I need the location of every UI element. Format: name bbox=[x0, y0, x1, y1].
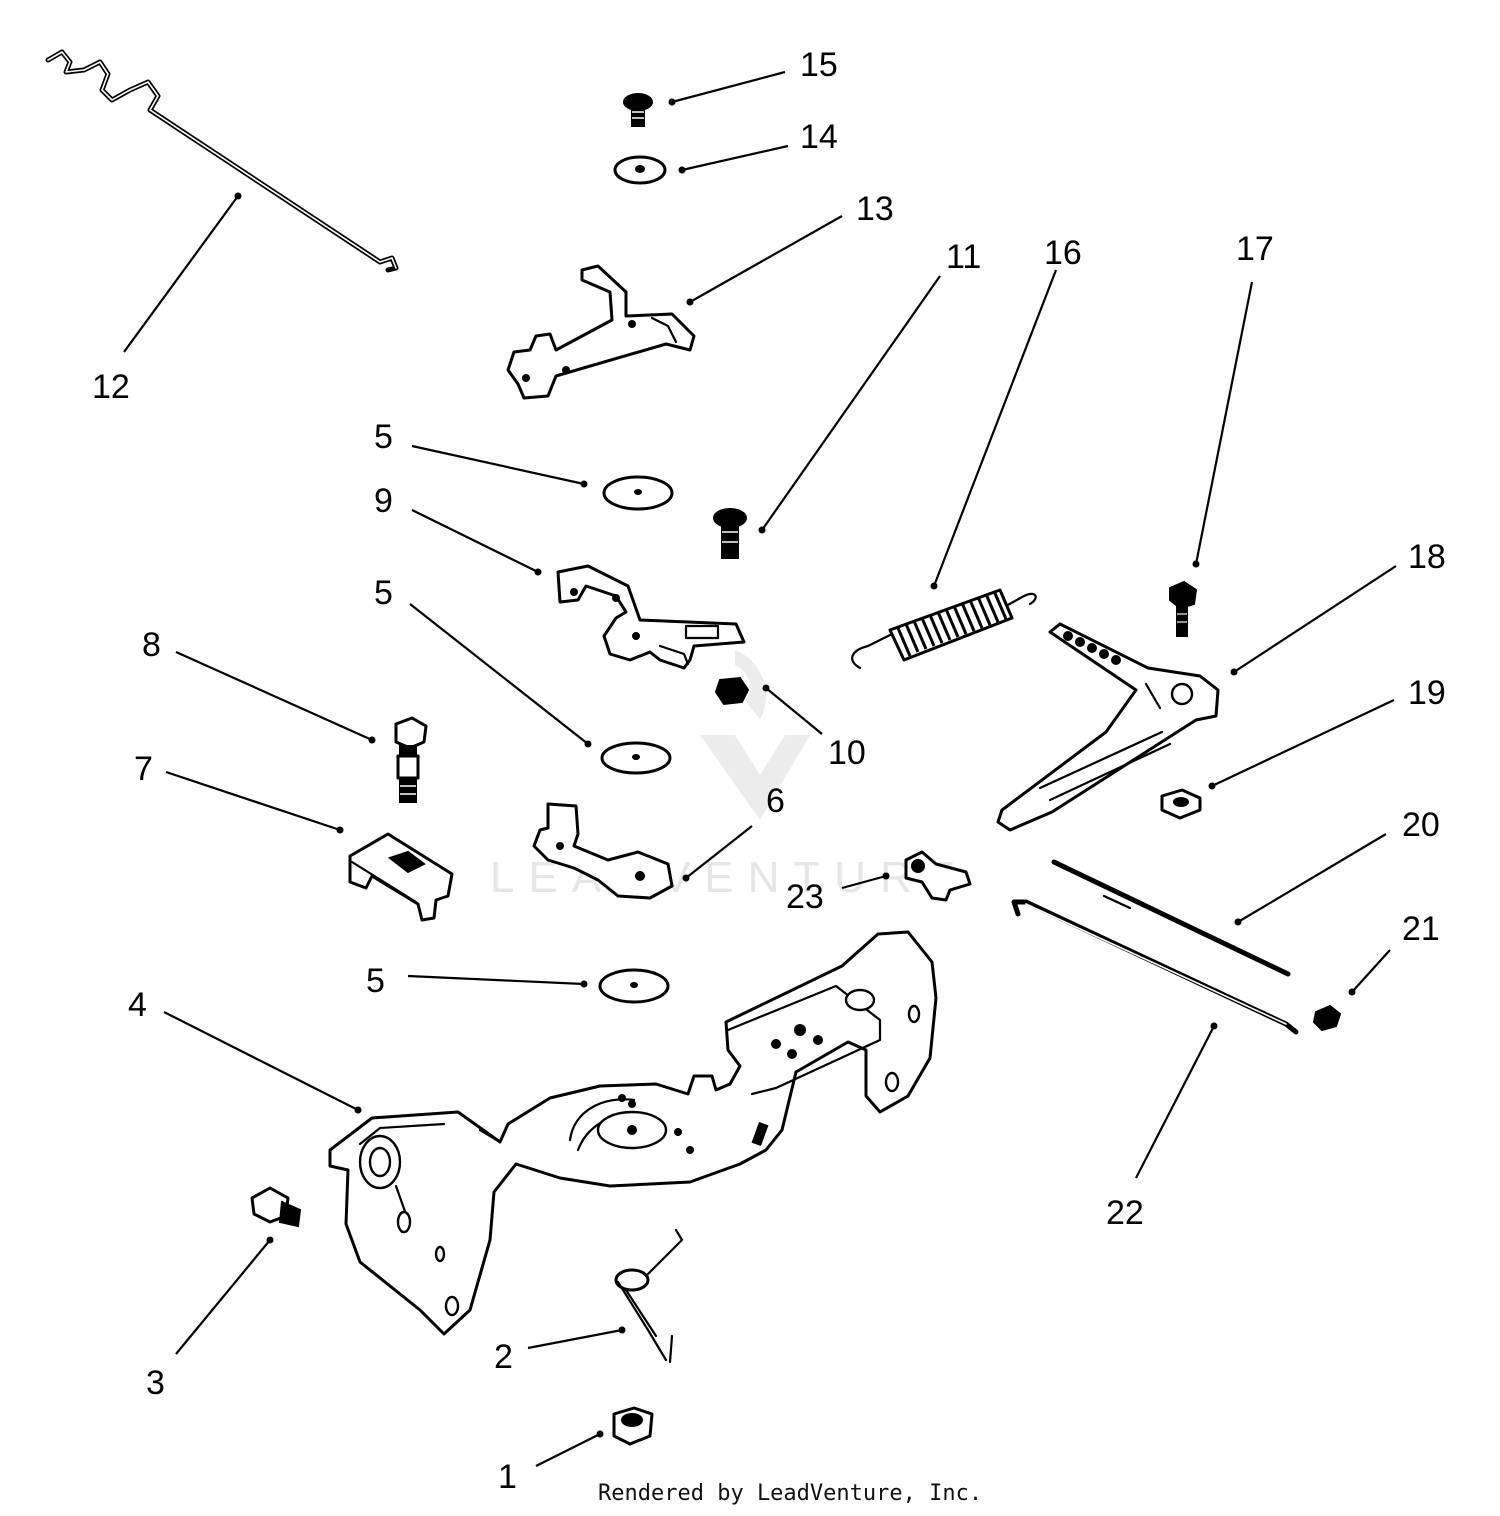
callout-4: 4 bbox=[128, 986, 147, 1024]
part-23-clip[interactable] bbox=[904, 850, 972, 902]
part-3-bolt[interactable] bbox=[250, 1186, 302, 1228]
part-4-bracket[interactable] bbox=[328, 930, 938, 1336]
part-13-lever[interactable] bbox=[506, 264, 696, 400]
callout-18: 18 bbox=[1408, 538, 1446, 576]
part-15-screw[interactable] bbox=[623, 93, 653, 127]
callout-7: 7 bbox=[134, 750, 153, 788]
part-8-stud[interactable] bbox=[394, 716, 428, 803]
part-22-rod[interactable] bbox=[1011, 899, 1299, 1035]
callout-13: 13 bbox=[856, 190, 894, 228]
part-19-nut[interactable] bbox=[1160, 788, 1202, 820]
part-14-washer[interactable] bbox=[613, 155, 667, 185]
part-1-nut[interactable] bbox=[612, 1406, 654, 1446]
callout-20: 20 bbox=[1402, 806, 1440, 844]
part-12-rod[interactable] bbox=[45, 49, 399, 273]
part-5-washer-top[interactable] bbox=[602, 475, 674, 511]
callout-6: 6 bbox=[766, 782, 785, 820]
part-9-lever[interactable] bbox=[556, 564, 746, 670]
spring-coils bbox=[888, 588, 1014, 662]
callout-21: 21 bbox=[1402, 910, 1440, 948]
callout-5-middle: 5 bbox=[374, 574, 393, 612]
part-21-nut[interactable] bbox=[1312, 1004, 1342, 1032]
callout-17: 17 bbox=[1236, 230, 1274, 268]
callout-3: 3 bbox=[146, 1364, 165, 1402]
callout-8: 8 bbox=[142, 626, 161, 664]
callout-1: 1 bbox=[498, 1458, 517, 1496]
callout-23: 23 bbox=[786, 878, 824, 916]
part-17-bolt[interactable] bbox=[1169, 580, 1198, 637]
callout-11: 11 bbox=[946, 238, 981, 276]
callout-5-top: 5 bbox=[374, 418, 393, 456]
render-credit: Rendered by LeadVenture, Inc. bbox=[598, 1481, 982, 1506]
leader-lines bbox=[123, 70, 1397, 1467]
part-16-spring[interactable] bbox=[851, 588, 1037, 670]
callout-14: 14 bbox=[800, 118, 838, 156]
callout-labels: 15 14 13 12 11 16 17 18 19 20 21 22 23 5… bbox=[92, 46, 1446, 1496]
callout-9: 9 bbox=[374, 482, 393, 520]
callout-16: 16 bbox=[1044, 234, 1082, 272]
callout-19: 19 bbox=[1408, 674, 1446, 712]
part-10-nut[interactable] bbox=[714, 676, 750, 706]
callout-5-bottom: 5 bbox=[366, 962, 385, 1000]
part-20-rod[interactable] bbox=[1051, 859, 1291, 977]
part-5-washer-middle[interactable] bbox=[600, 741, 672, 775]
callout-22: 22 bbox=[1106, 1194, 1144, 1232]
part-18-control-lever[interactable] bbox=[996, 622, 1220, 832]
callout-2: 2 bbox=[494, 1338, 513, 1376]
part-7-clamp[interactable] bbox=[348, 832, 454, 922]
part-11-screw[interactable] bbox=[713, 508, 747, 559]
part-2-spring[interactable] bbox=[614, 1228, 684, 1364]
callout-15: 15 bbox=[800, 46, 838, 84]
callout-10: 10 bbox=[828, 734, 866, 772]
part-5-washer-bottom[interactable] bbox=[598, 968, 670, 1004]
callout-12: 12 bbox=[92, 368, 130, 406]
part-6-lever[interactable] bbox=[532, 802, 674, 900]
